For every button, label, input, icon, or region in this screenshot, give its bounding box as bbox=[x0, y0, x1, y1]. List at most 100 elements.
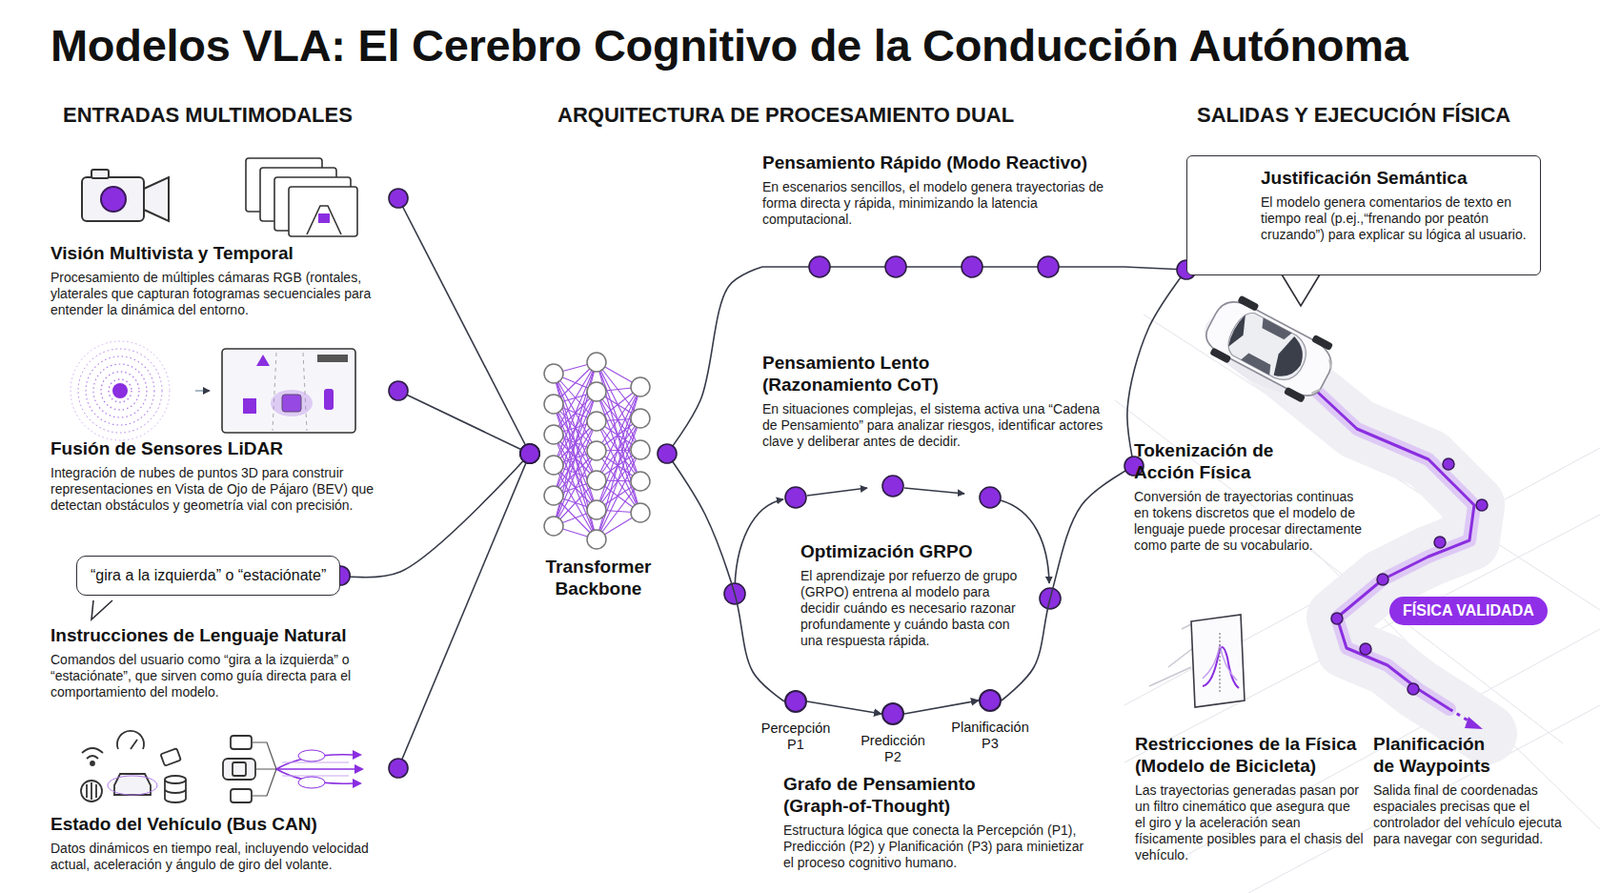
node-body: Estructura lógica que conecta la Percepc… bbox=[783, 822, 1089, 871]
drawing-rect bbox=[160, 748, 181, 766]
node-heading: Pensamiento Rápido (Modo Reactivo) bbox=[762, 152, 1125, 175]
output-block: Restricciones de la Física (Modelo de Bi… bbox=[1134, 733, 1364, 864]
node-body: En escenarios sencillos, el modelo gener… bbox=[762, 179, 1125, 228]
network-neuron bbox=[630, 503, 650, 523]
connector-dot bbox=[520, 444, 540, 464]
route-end-arrow bbox=[1464, 716, 1483, 730]
node-heading: Grafo de Pensamiento (Graph-of-Thought) bbox=[783, 773, 1022, 818]
drawing-path bbox=[1240, 351, 1275, 376]
drawing-circle bbox=[70, 341, 170, 441]
drawing-path bbox=[1219, 632, 1221, 692]
drawing-circle bbox=[108, 379, 132, 403]
drawing-g bbox=[340, 198, 1187, 769]
node-body: El aprendizaje por refuerzo de grupo (GR… bbox=[800, 567, 1030, 649]
drawing-circle bbox=[961, 256, 983, 278]
connector bbox=[667, 266, 763, 454]
drawing-rect bbox=[1209, 346, 1232, 364]
drawing-circle bbox=[1434, 536, 1446, 548]
network-neuron bbox=[587, 441, 607, 461]
section-heading: ENTRADAS MULTIMODALES bbox=[62, 102, 353, 128]
network-neuron bbox=[544, 425, 564, 445]
drawing-circle bbox=[885, 256, 907, 278]
drawing-circle bbox=[1407, 683, 1419, 695]
connector bbox=[340, 453, 530, 578]
node-heading: Planificación de Waypoints bbox=[1373, 733, 1502, 778]
drawing-circle bbox=[1331, 612, 1343, 625]
drawing-path bbox=[282, 762, 349, 776]
process-block: Pensamiento Rápido (Modo Reactivo) En esc… bbox=[762, 152, 1125, 277]
road-grid bbox=[1114, 314, 1600, 893]
drawing-ellipse bbox=[164, 775, 186, 784]
drawing-path bbox=[807, 487, 868, 496]
drawing-path bbox=[354, 764, 365, 774]
drawing-path bbox=[251, 742, 277, 796]
drawing-circle bbox=[882, 475, 904, 497]
diagram-title: Modelos VLA: El Cerebro Cognitivo de la … bbox=[50, 19, 1409, 72]
drawing-path bbox=[1268, 333, 1312, 385]
drawing-circle bbox=[81, 780, 102, 802]
drawing-path bbox=[352, 778, 363, 789]
signal-lines bbox=[276, 749, 355, 789]
node-heading: Optimización GRPO bbox=[800, 541, 1030, 564]
drawing-circle bbox=[1037, 256, 1059, 278]
output-block: Planificación de WaypointsSalida final d… bbox=[1373, 733, 1564, 848]
connector-dot bbox=[657, 444, 677, 464]
drawing-circle bbox=[809, 256, 831, 278]
input-block: Fusión de Sensores LiDARIntegración de n… bbox=[50, 343, 399, 514]
network-link bbox=[596, 449, 641, 540]
node-heading: Visión Multivista y Temporal bbox=[50, 243, 399, 265]
input-block: Instrucciones de Lenguaje NaturalComando… bbox=[50, 625, 399, 701]
camera-icon bbox=[81, 169, 169, 222]
network-neuron bbox=[630, 440, 650, 460]
callout-box: Justificación SemánticaEl modelo genera … bbox=[1186, 155, 1541, 276]
node-heading: Justificación Semántica bbox=[1260, 167, 1527, 190]
bev-map-icon bbox=[222, 348, 356, 433]
drawing-path bbox=[1225, 313, 1253, 351]
drawing-circle bbox=[1442, 458, 1455, 470]
drawing-path bbox=[81, 748, 103, 759]
step-circle: Percepción P1 bbox=[784, 689, 808, 713]
drawing-rect bbox=[318, 213, 330, 223]
node-body: Procesamiento de múltiples cámaras RGB (… bbox=[50, 269, 399, 319]
drawing-rect bbox=[317, 354, 348, 363]
connector bbox=[398, 453, 530, 769]
drawing-rect bbox=[81, 177, 144, 222]
section-heading: SALIDAS Y EJECUCIÓN FÍSICA bbox=[1196, 102, 1511, 128]
network-neuron bbox=[630, 408, 650, 428]
status-pill: FÍSICA VALIDADA bbox=[1389, 596, 1548, 626]
drawing-path bbox=[1311, 359, 1335, 396]
node-heading: Restricciones de la Física (Modelo de Bi… bbox=[1134, 733, 1364, 778]
drawing-circle bbox=[1377, 573, 1389, 586]
drawing-circle bbox=[85, 356, 155, 426]
node-body: Salida final de coordenadas espaciales p… bbox=[1373, 782, 1564, 848]
drawing-path bbox=[1200, 293, 1340, 403]
bubble-tail bbox=[1281, 274, 1320, 306]
connector bbox=[667, 453, 785, 702]
drawing-ellipse bbox=[107, 775, 158, 795]
fast-path-dots bbox=[809, 256, 1059, 278]
connector bbox=[398, 390, 530, 454]
drawing-rect bbox=[288, 186, 358, 237]
network-neuron bbox=[587, 411, 607, 431]
node-heading: Fusión de Sensores LiDAR bbox=[50, 438, 399, 461]
drawing-ellipse bbox=[298, 749, 325, 762]
connector-dot bbox=[520, 444, 540, 464]
network-neuron bbox=[587, 352, 607, 372]
node-heading: Planificación P3 bbox=[951, 719, 1029, 753]
network-neuron bbox=[544, 455, 564, 475]
node-heading: Estado del Vehículo (Bus CAN) bbox=[50, 813, 399, 836]
drawing-rect bbox=[1236, 295, 1259, 312]
drawing-path bbox=[904, 487, 965, 494]
drawing-path bbox=[1149, 621, 1197, 687]
node-heading: Pensamiento Lento (Razonamiento CoT) bbox=[762, 352, 1049, 397]
drawing-path bbox=[352, 749, 363, 760]
frame-stack-icon bbox=[245, 158, 358, 237]
lidar-sensor bbox=[112, 383, 128, 399]
output-block: Tokenización de Acción FísicaConversión … bbox=[1134, 440, 1363, 554]
connector-dot bbox=[388, 758, 408, 778]
connector bbox=[1001, 465, 1135, 701]
drawing-ellipse bbox=[298, 776, 325, 789]
small-arrow bbox=[195, 389, 210, 392]
drawing-rect bbox=[91, 169, 109, 179]
drawing-rect bbox=[324, 388, 334, 410]
